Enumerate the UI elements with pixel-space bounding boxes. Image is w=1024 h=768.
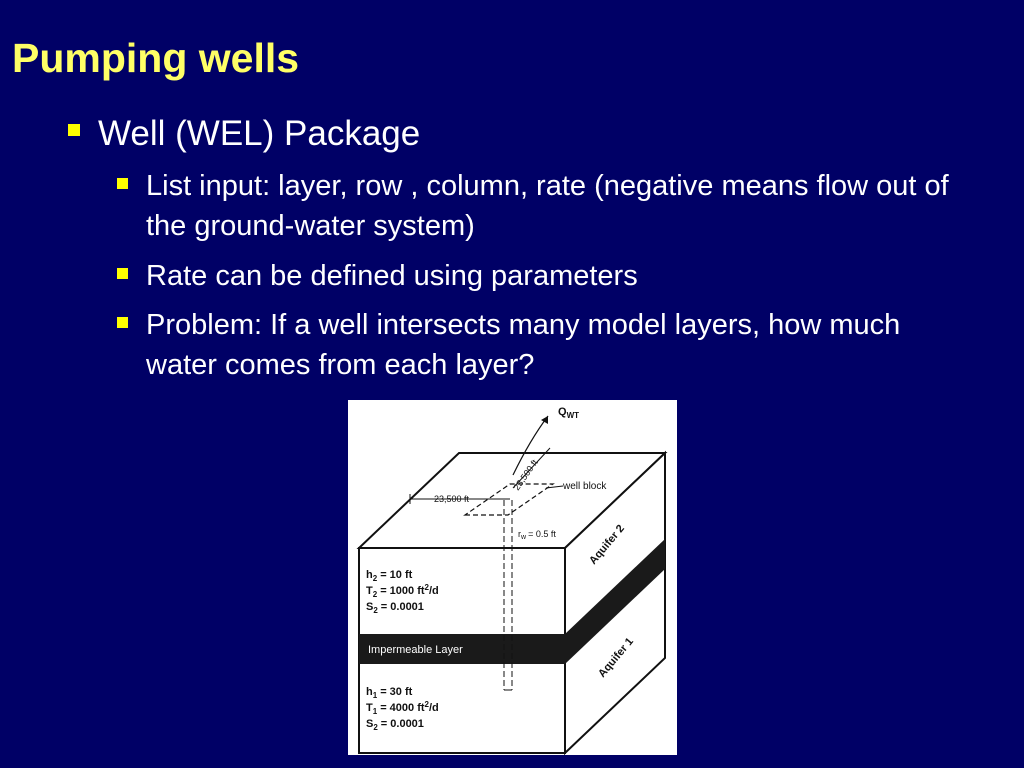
bullet-square-icon [117, 268, 128, 279]
well-block-outline [463, 483, 555, 516]
bullet-text: Problem: If a well intersects many model… [146, 309, 901, 381]
svg-text:T1= 4000 ft2/d: T1= 4000 ft2/d [366, 700, 439, 716]
bullet-square-icon [68, 124, 80, 136]
bullet-text: Rate can be defined using parameters [146, 260, 638, 292]
svg-text:S2= 0.0001: S2= 0.0001 [366, 601, 424, 615]
rw-label: rw= 0.5 ft [518, 529, 556, 541]
impermeable-layer-front [359, 634, 565, 664]
sub-bullet-problem: Problem: If a well intersects many model… [117, 305, 966, 385]
impermeable-layer-label: Impermeable Layer [368, 644, 463, 656]
svg-text:h1= 30 ft: h1= 30 ft [366, 686, 413, 700]
dimension-x-label: 23,500 ft [434, 494, 470, 504]
qwt-label: QWT [558, 406, 579, 420]
impermeable-layer-side [565, 539, 665, 664]
well-block-label: well block [562, 481, 607, 492]
svg-text:T2= 1000 ft2/d: T2= 1000 ft2/d [366, 583, 439, 599]
svg-text:S2= 0.0001: S2= 0.0001 [366, 718, 424, 732]
bullet-text: List input: layer, row , column, rate (n… [146, 170, 949, 242]
upper-aquifer-params: h2= 10 ft T2= 1000 ft2/d S2= 0.0001 [366, 569, 439, 615]
aquifer-diagram: Impermeable Layer 23,500 ft 23,500 ft we… [348, 400, 677, 755]
slide-title: Pumping wells [12, 35, 300, 81]
bullet-square-icon [117, 317, 128, 328]
sub-bullet-rate-parameters: Rate can be defined using parameters [117, 256, 966, 296]
bullet-text: Well (WEL) Package [98, 114, 421, 153]
svg-text:h2= 10 ft: h2= 10 ft [366, 569, 413, 583]
lower-aquifer-params: h1= 30 ft T1= 4000 ft2/d S2= 0.0001 [366, 686, 439, 732]
sub-bullet-list-input: List input: layer, row , column, rate (n… [117, 166, 966, 246]
bullet-square-icon [117, 178, 128, 189]
bullet-well-package: Well (WEL) Package [68, 113, 421, 155]
